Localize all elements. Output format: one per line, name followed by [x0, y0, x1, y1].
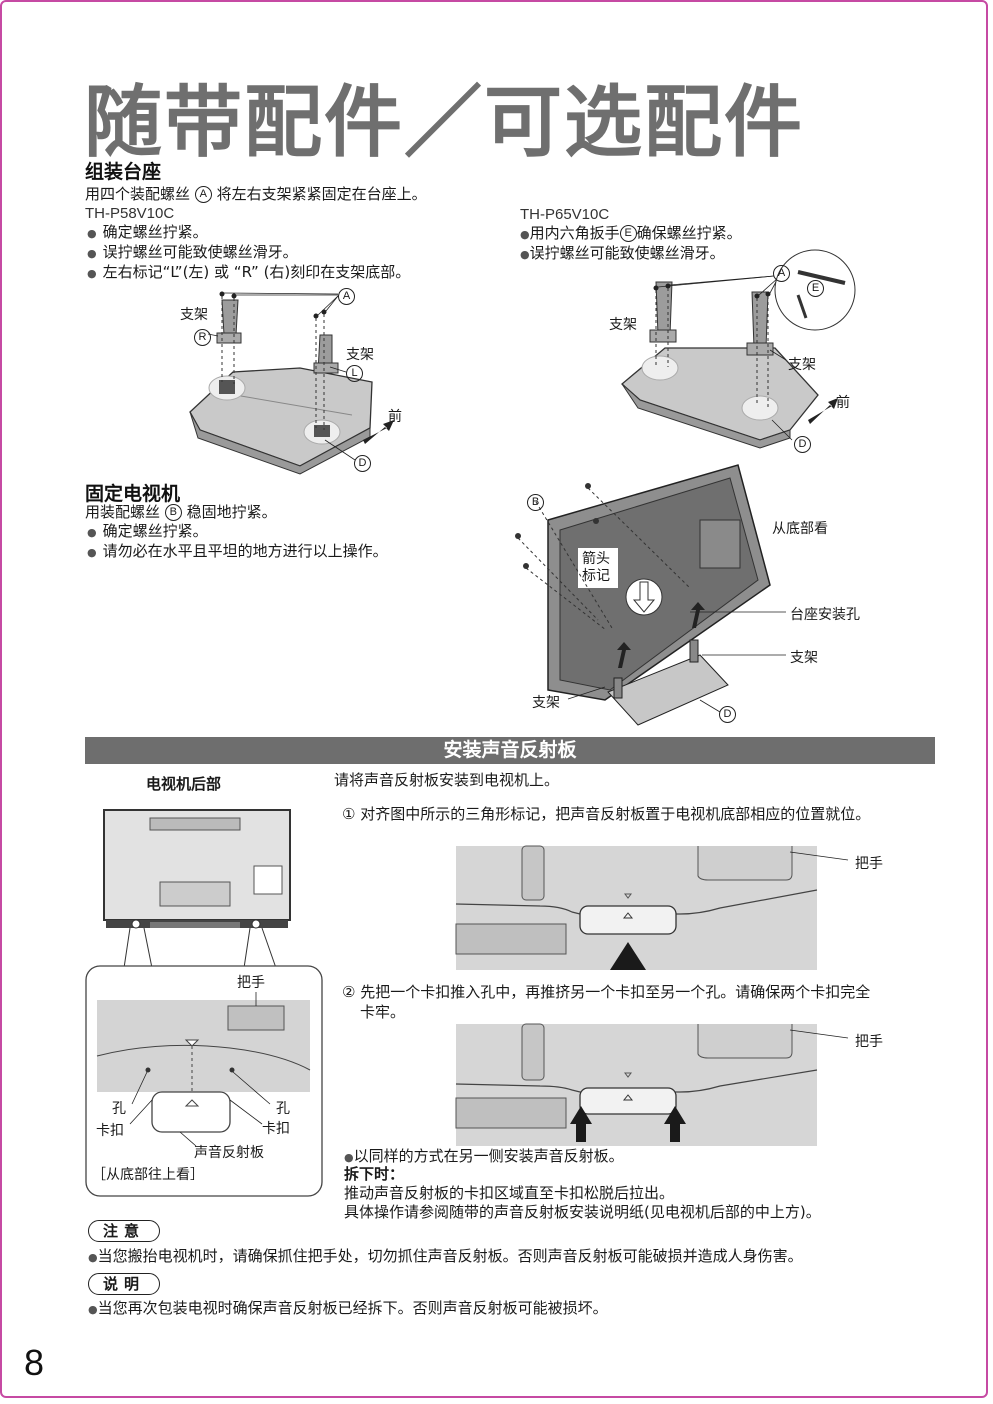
fig2-mark-d-circle: D — [794, 436, 811, 453]
fig1-mark-a: A — [338, 286, 355, 305]
detail-handle-label: 把手 — [237, 975, 265, 991]
note-line: ●当您再次包装电视时确保声音反射板已经拆下。否则声音反射板可能被损坏。 — [88, 1299, 608, 1317]
detail-clip-right: 卡扣 — [262, 1121, 290, 1137]
caution-line: ●当您搬抬电视机时，请确保抓住把手处，切勿抓住声音反射板。否则声音反射板可能破损… — [88, 1247, 803, 1265]
tv-rear-title: 电视机后部 — [146, 775, 222, 793]
fig1-mark-l: L — [346, 363, 363, 382]
fixing-intro: 用装配螺丝 B 稳固地拧紧。 — [85, 502, 277, 522]
caution-badge: 注意 — [88, 1220, 161, 1242]
fig2-front-label: 前 — [836, 395, 850, 411]
step2-line2: 卡牢。 — [360, 1003, 406, 1021]
fig2-mark-e-circle: E — [807, 280, 824, 297]
fixing-heading: 固定电视机 — [85, 483, 181, 505]
page-title: 随带配件／可选配件 — [84, 78, 805, 168]
fig3-mount-hole: 台座安装孔 — [790, 607, 860, 623]
fig3-mark-d-circle: D — [719, 706, 736, 723]
note-text: 当您再次包装电视时确保声音反射板已经拆下。否则声音反射板可能被损坏。 — [97, 1299, 608, 1317]
page-number: 8 — [24, 1342, 45, 1383]
step1-text: 对齐图中所示的三角形标记，把声音反射板置于电视机底部相应的位置就位。 — [360, 805, 871, 823]
fixing-bullet-2: 请勿必在水平且平坦的地方进行以上操作。 — [87, 541, 388, 563]
fig1-mark-r-circle: R — [194, 329, 211, 346]
detail-hole-left: 孔 — [112, 1101, 126, 1117]
fig3-mark-b: B — [527, 492, 544, 511]
right-bullet-1-b: 确保螺丝拧紧。 — [636, 224, 742, 242]
fig1-mark-l-circle: L — [346, 365, 363, 382]
fig1-bracket-left: 支架 — [180, 307, 208, 323]
model-left: TH-P58V10C — [85, 205, 175, 222]
right-bullet-2: ●误拧螺丝可能致使螺丝滑牙。 — [520, 244, 725, 262]
fig3-arrow-mark: 箭头 标记 — [582, 551, 610, 584]
step1-num: ① — [342, 805, 356, 823]
step2-text-a: 先把一个卡扣推入孔中，再推挤另一个卡扣至另一个孔。请确保两个卡扣完全 — [360, 983, 871, 1001]
left-bullet-1: 确定螺丝拧紧。 — [87, 222, 208, 244]
removal-line-1: 推动声音反射板的卡扣区域直至卡扣松脱后拉出。 — [344, 1184, 675, 1202]
fig1-mark-a-circle: A — [338, 288, 355, 305]
fig2-mark-e: E — [807, 278, 824, 297]
same-way-bullet: ●以同样的方式在另一侧安装声音反射板。 — [344, 1147, 624, 1165]
reflector-intro: 请将声音反射板安装到电视机上。 — [334, 771, 560, 789]
fixing-intro-a: 用装配螺丝 — [85, 503, 161, 521]
same-way-text: 以同样的方式在另一侧安装声音反射板。 — [353, 1147, 624, 1165]
right-bullet-2-text: 误拧螺丝可能致使螺丝滑牙。 — [529, 244, 725, 262]
note-label: 说明 — [88, 1273, 161, 1295]
fig1-bracket-right: 支架 — [346, 347, 374, 363]
mark-a-circle: A — [194, 186, 212, 203]
fig2-mark-a-circle: A — [773, 265, 790, 282]
fig2-mark-d: D — [794, 434, 811, 453]
removal-title: 拆下时： — [344, 1165, 405, 1183]
left-bullet-2: 误拧螺丝可能致使螺丝滑牙。 — [87, 242, 298, 264]
assembly-intro-a: 用四个装配螺丝 — [85, 185, 191, 203]
left-bullet-3: 左右标记“L”(左) 或 “R” (右)刻印在支架底部。 — [87, 262, 411, 284]
fig3-mark-d: D — [719, 704, 736, 723]
step2-num: ② — [342, 983, 356, 1001]
fig2-mark-a: A — [773, 263, 790, 282]
detail-hole-right: 孔 — [276, 1101, 290, 1117]
assembly-intro: 用四个装配螺丝 A 将左右支架紧紧固定在台座上。 — [85, 184, 427, 204]
mark-e-circle: E — [619, 225, 637, 242]
assembly-intro-b: 将左右支架紧紧固定在台座上。 — [216, 185, 427, 203]
fig1-mark-d: D — [354, 453, 371, 472]
step2-handle-label: 把手 — [855, 1034, 883, 1050]
step1-handle-label: 把手 — [855, 856, 883, 872]
fig1-front-label: 前 — [388, 409, 402, 425]
fig3-from-bottom: 从底部看 — [772, 521, 828, 537]
assembly-heading: 组装台座 — [85, 161, 162, 183]
fixing-bullet-1: 确定螺丝拧紧。 — [87, 521, 208, 543]
step1: ① 对齐图中所示的三角形标记，把声音反射板置于电视机底部相应的位置就位。 — [342, 804, 870, 824]
fig3-bracket-left: 支架 — [532, 695, 560, 711]
caution-text: 当您搬抬电视机时，请确保抓住把手处，切勿抓住声音反射板。否则声音反射板可能破损并… — [97, 1247, 803, 1265]
fig2-bracket-left: 支架 — [609, 317, 637, 333]
step2-line1: ② 先把一个卡扣推入孔中，再推挤另一个卡扣至另一个孔。请确保两个卡扣完全 — [342, 982, 870, 1002]
fig3-mark-b-circle: B — [527, 494, 544, 511]
fig1-mark-r: R — [194, 327, 211, 346]
caution-label: 注意 — [88, 1220, 161, 1242]
fig3-bracket-right: 支架 — [790, 650, 818, 666]
fig2-bracket-right: 支架 — [788, 357, 816, 373]
note-badge: 说明 — [88, 1273, 161, 1295]
right-bullet-1-a: 用内六角扳手 — [529, 224, 620, 242]
model-right: TH-P65V10C — [520, 206, 610, 223]
fig1-mark-d-circle: D — [354, 455, 371, 472]
fixing-intro-b: 稳固地拧紧。 — [186, 503, 277, 521]
detail-clip-left: 卡扣 — [96, 1123, 124, 1139]
removal-line-2: 具体操作请参阅随带的声音反射板安装说明纸(见电视机后部的中上方)。 — [344, 1203, 821, 1221]
detail-reflector-label: 声音反射板 — [194, 1145, 264, 1161]
detail-bottom-view: ［从底部往上看］ — [92, 1167, 204, 1183]
reflector-section-bar: 安装声音反射板 — [85, 737, 935, 764]
